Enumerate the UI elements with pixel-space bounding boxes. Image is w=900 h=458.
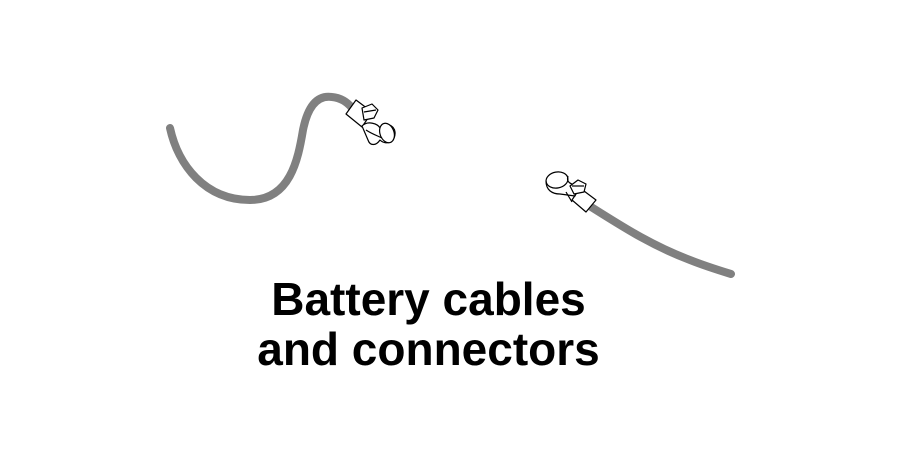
caption-line-1: Battery cables [271, 273, 586, 325]
left-terminal-connector-icon [345, 99, 396, 146]
right-terminal-connector-icon [545, 171, 597, 213]
caption-line-2: and connectors [257, 323, 600, 375]
left-cable-wire [166, 92, 356, 205]
left-battery-cable [166, 92, 356, 205]
right-battery-cable [584, 201, 735, 278]
right-cable-wire [584, 201, 735, 278]
